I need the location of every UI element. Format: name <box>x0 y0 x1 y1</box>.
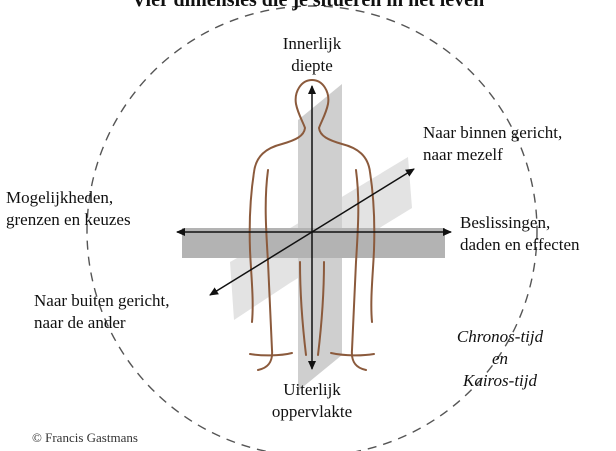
label-possibilities-line2: grenzen en keuzes <box>6 209 131 231</box>
label-inward-line2: naar mezelf <box>423 144 562 166</box>
label-outward: Naar buiten gericht, naar de ander <box>34 290 169 334</box>
label-inner-depth-line1: Innerlijk <box>252 33 372 55</box>
label-time: Chronos-tijd en Kairos-tijd <box>430 326 570 392</box>
diagram-title: Vier dimensies die je situeren in het le… <box>0 0 616 12</box>
label-possibilities-line1: Mogelijkheden, <box>6 187 131 209</box>
label-time-line1: Chronos-tijd <box>430 326 570 348</box>
label-decisions-line2: daden en effecten <box>460 234 580 256</box>
label-inner-depth-line2: diepte <box>252 55 372 77</box>
label-outer-surface: Uiterlijk oppervlakte <box>252 379 372 423</box>
copyright-notice: © Francis Gastmans <box>32 429 138 447</box>
label-possibilities: Mogelijkheden, grenzen en keuzes <box>6 187 131 231</box>
label-inward: Naar binnen gericht, naar mezelf <box>423 122 562 166</box>
label-outer-surface-line2: oppervlakte <box>252 401 372 423</box>
label-outward-line2: naar de ander <box>34 312 169 334</box>
label-decisions: Beslissingen, daden en effecten <box>460 212 580 256</box>
label-time-line2: en <box>430 348 570 370</box>
label-outer-surface-line1: Uiterlijk <box>252 379 372 401</box>
label-decisions-line1: Beslissingen, <box>460 212 580 234</box>
label-outward-line1: Naar buiten gericht, <box>34 290 169 312</box>
label-time-line3: Kairos-tijd <box>430 370 570 392</box>
label-inward-line1: Naar binnen gericht, <box>423 122 562 144</box>
label-inner-depth: Innerlijk diepte <box>252 33 372 77</box>
